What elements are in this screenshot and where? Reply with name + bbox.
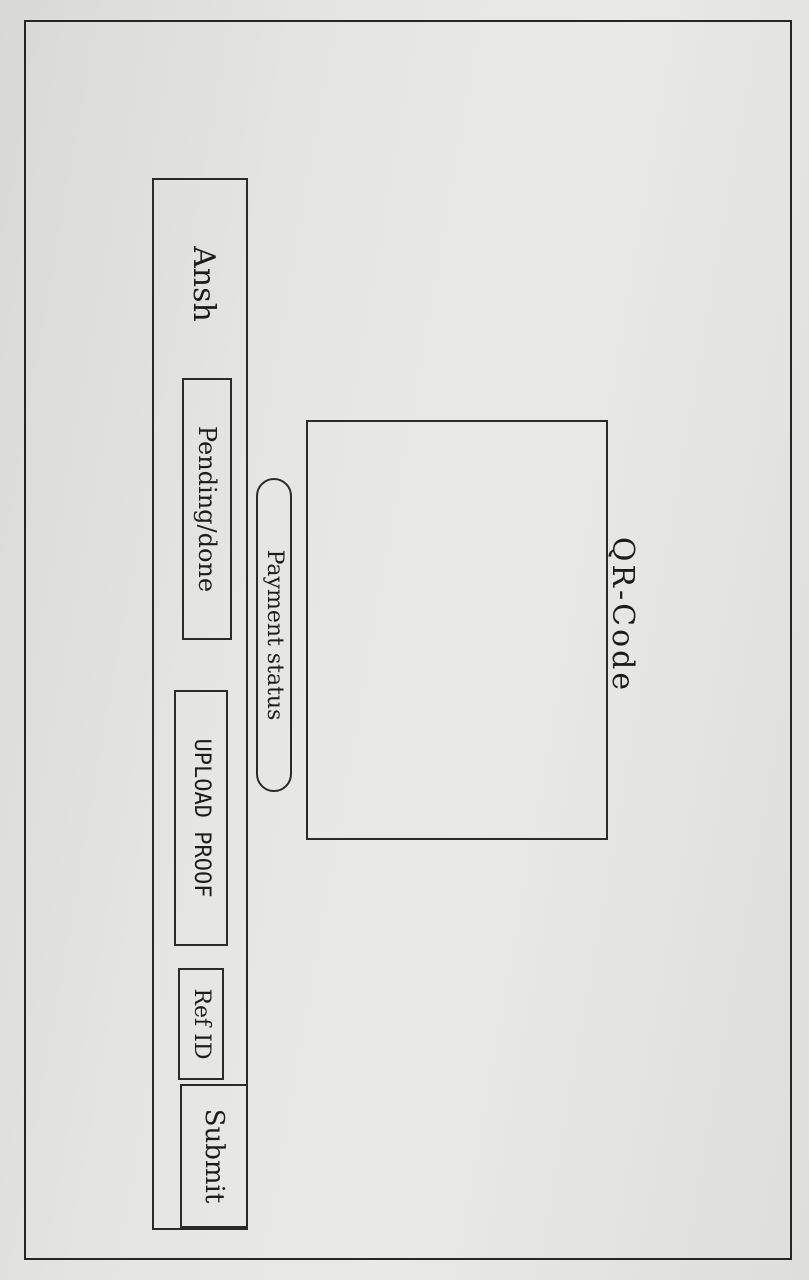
payment-status-label: Payment status — [262, 549, 287, 721]
qr-code-box — [306, 420, 608, 840]
payment-status-pill — [256, 478, 292, 792]
action-bar — [152, 178, 248, 1230]
ref-id-field[interactable] — [178, 968, 224, 1080]
status-text: Pending/done — [193, 425, 221, 593]
status-box — [182, 378, 232, 640]
submit-button[interactable] — [180, 1084, 248, 1228]
user-name: Ansh — [186, 246, 221, 322]
ref-id-label: Ref ID — [189, 988, 214, 1060]
upload-proof-button[interactable] — [174, 690, 228, 946]
qr-code-label: QR-Code — [605, 536, 640, 694]
submit-label: Submit — [199, 1108, 229, 1204]
screen-frame — [24, 20, 792, 1260]
upload-proof-label: UPLOAD PROOF — [189, 738, 214, 898]
